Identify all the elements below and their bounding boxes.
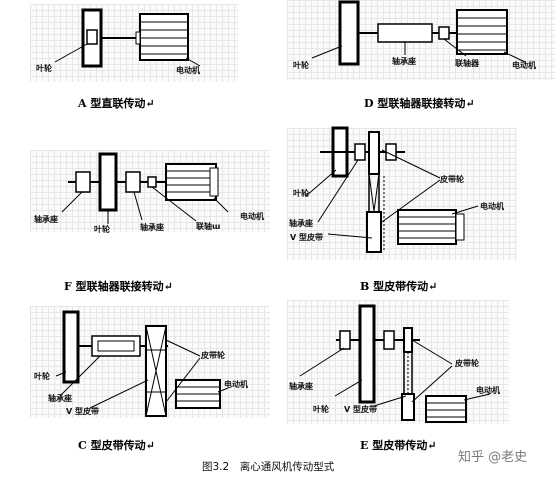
- motor: [135, 13, 189, 61]
- panel-e-grid: [287, 300, 509, 424]
- motor: [165, 163, 219, 201]
- label-bearing-seat-left: 轴承座: [34, 214, 58, 224]
- pulley-bottom: [366, 211, 382, 253]
- label-coupling: 联轴器: [455, 58, 480, 68]
- pulley-top: [368, 131, 380, 175]
- label-bearing-seat: 轴承座: [48, 393, 72, 403]
- caption-panel-c: C 型皮带传动↵: [78, 439, 155, 452]
- label-impeller: 叶轮: [36, 63, 52, 73]
- caption-panel-f: F 型联轴器联接转动↵: [64, 280, 173, 293]
- watermark: 知乎 @老史: [458, 450, 528, 465]
- panel-b-grid: [287, 128, 517, 260]
- motor: [425, 395, 467, 423]
- pulley-top: [403, 327, 413, 353]
- label-impeller: 叶轮: [313, 404, 329, 414]
- label-v-belt: V 型皮带: [344, 404, 377, 414]
- bearing-seat-right: [383, 330, 395, 350]
- label-coupling: 联轴ɯ: [196, 221, 220, 231]
- impeller: [358, 304, 376, 404]
- caption-panel-e: E 型皮带传动↵: [360, 439, 437, 452]
- caption-panel-d: D 型联轴器联接转动↵: [364, 97, 475, 110]
- label-bearing-seat-right: 轴承座: [140, 222, 164, 232]
- figure-caption: 图3.2 离心通风机传动型式: [202, 461, 335, 473]
- pulley-bottom: [401, 393, 415, 421]
- label-v-belt: V 型皮带: [66, 406, 99, 416]
- label-motor: 电动机: [176, 65, 200, 75]
- v-belt: [145, 325, 167, 417]
- motor: [456, 9, 508, 55]
- motor: [397, 209, 465, 245]
- caption-panel-a: A 型直联传动↵: [78, 97, 155, 110]
- label-impeller: 叶轮: [94, 224, 110, 234]
- panel-f-grid: [30, 150, 270, 232]
- panel-a-grid: [30, 4, 238, 82]
- label-bearing-seat: 轴承座: [289, 218, 313, 228]
- label-motor: 电动机: [512, 60, 536, 70]
- bearing-seat-left: [354, 143, 366, 161]
- motor: [175, 379, 221, 409]
- bearing-seat-right: [125, 171, 141, 193]
- bearing-seat-left: [339, 330, 351, 350]
- label-pulley: 皮带轮: [454, 358, 479, 368]
- impeller-hub: [86, 29, 98, 45]
- label-motor: 电动机: [480, 201, 504, 211]
- label-bearing-seat: 轴承座: [392, 56, 416, 66]
- label-impeller: 叶轮: [293, 188, 309, 198]
- caption-panel-b: B 型皮带传动↵: [360, 280, 438, 293]
- label-pulley: 皮带轮: [200, 350, 225, 360]
- bearing-seat-left: [75, 171, 91, 193]
- label-v-belt: V 型皮带: [290, 232, 323, 242]
- label-impeller: 叶轮: [34, 371, 50, 381]
- label-impeller: 叶轮: [293, 60, 309, 70]
- label-motor: 电动机: [476, 385, 500, 395]
- label-motor: 电动机: [240, 211, 264, 221]
- label-motor: 电动机: [224, 379, 248, 389]
- label-pulley: 皮带轮: [439, 174, 464, 184]
- label-bearing-seat: 轴承座: [289, 381, 313, 391]
